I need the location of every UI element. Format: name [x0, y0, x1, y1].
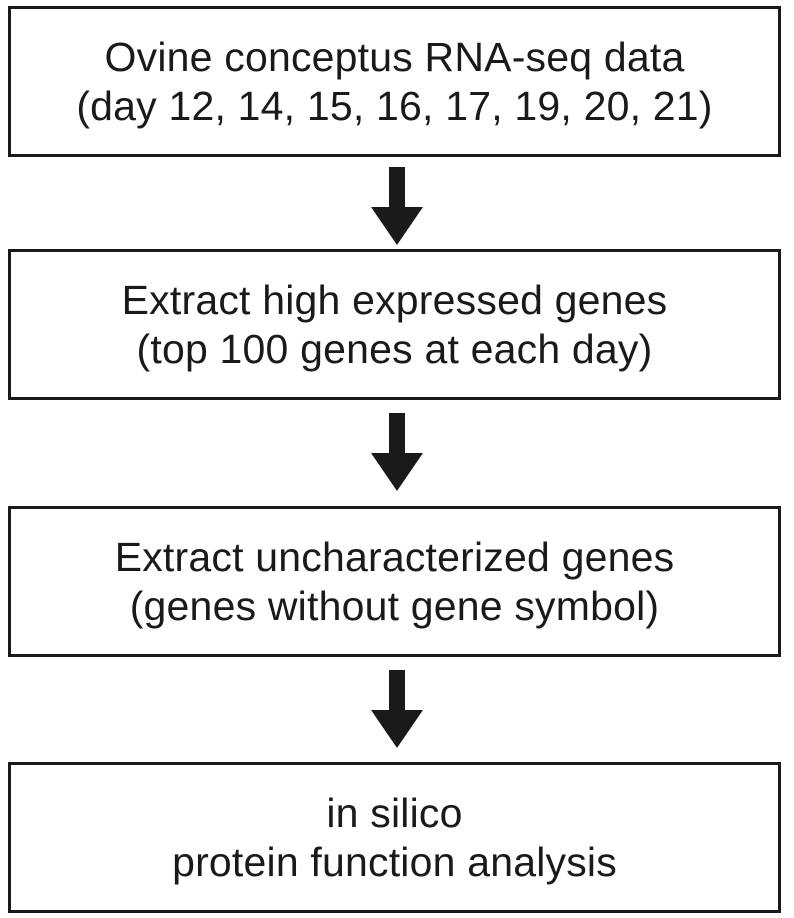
step-box-rna-seq-data: Ovine conceptus RNA-seq data (day 12, 14…	[8, 6, 781, 157]
step-1-title: Ovine conceptus RNA-seq data	[104, 33, 685, 80]
step-3-title: Extract uncharacterized genes	[114, 533, 675, 580]
step-2-detail: (top 100 genes at each day)	[136, 325, 653, 372]
step-1-detail: (day 12, 14, 15, 16, 17, 19, 20, 21)	[76, 82, 713, 129]
step-2-title: Extract high expressed genes	[121, 276, 668, 323]
step-box-in-silico-analysis: in silico protein function analysis	[8, 762, 781, 913]
step-box-extract-uncharacterized: Extract uncharacterized genes (genes wit…	[8, 506, 781, 657]
down-arrow-icon	[371, 413, 423, 491]
step-4-title: in silico	[326, 789, 463, 836]
down-arrow-icon	[371, 670, 423, 748]
step-3-detail: (genes without gene symbol)	[129, 582, 660, 629]
step-box-extract-high-expressed: Extract high expressed genes (top 100 ge…	[8, 249, 781, 400]
down-arrow-icon	[371, 167, 423, 245]
step-4-detail: protein function analysis	[172, 838, 617, 885]
